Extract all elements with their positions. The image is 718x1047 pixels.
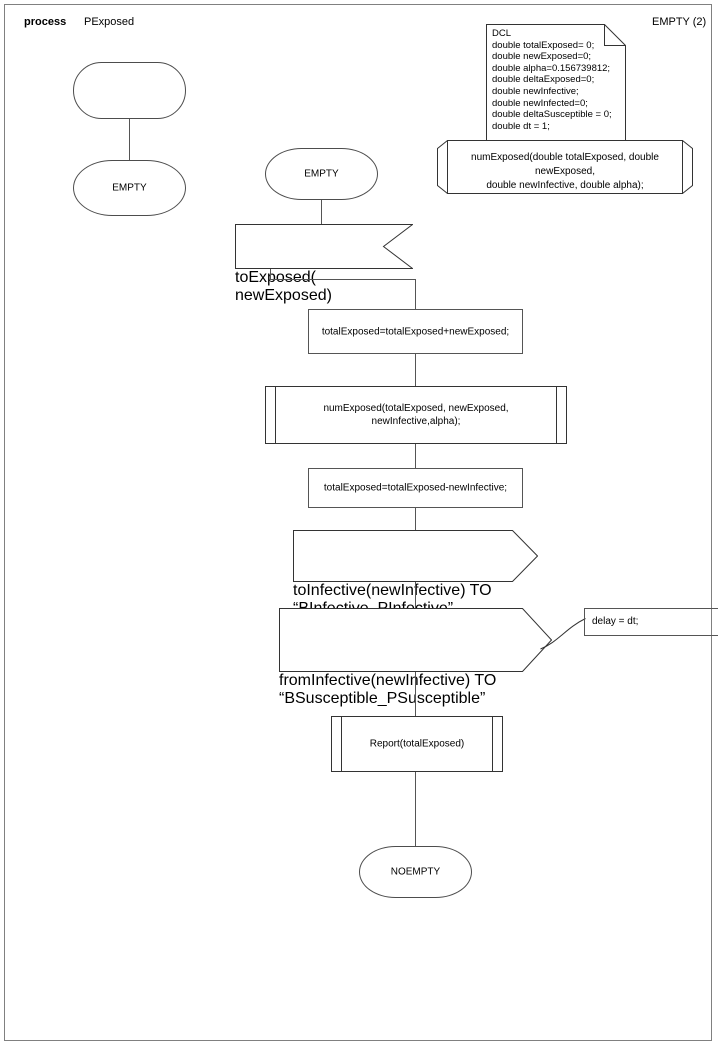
connector-output1-to-output2 xyxy=(415,582,416,608)
delay-comment-text: delay = dt; xyxy=(592,616,639,627)
report-bar-right xyxy=(492,717,493,771)
state-symbol-empty-label: EMPTY xyxy=(304,168,339,180)
page-label: EMPTY (2) xyxy=(652,16,707,28)
task-symbol-add-label: totalExposed=totalExposed+newExposed; xyxy=(321,326,510,337)
state-label: EMPTY xyxy=(112,182,147,194)
procedure-call-report[interactable]: Report(totalExposed) xyxy=(331,716,503,772)
output-symbol-fromInfective-label: fromInfective(newInfective) TO “BSuscept… xyxy=(279,672,497,707)
procedure-call-report-label: Report(totalExposed) xyxy=(369,738,465,750)
connector-state-to-input xyxy=(321,200,322,224)
task-symbol-subtract-label: totalExposed=totalExposed-newInfective; xyxy=(323,482,508,494)
connector-input-down xyxy=(270,269,271,279)
procedure-declaration-box[interactable]: numExposed(double totalExposed, double n… xyxy=(437,140,693,194)
report-bar-left xyxy=(341,717,342,771)
delay-comment-box: delay = dt; xyxy=(584,608,718,636)
state-symbol-noempty[interactable]: NOEMPTY xyxy=(359,846,472,898)
task-symbol-add[interactable]: totalExposed=totalExposed+newExposed; xyxy=(308,309,523,354)
state-symbol-empty-left[interactable]: EMPTY xyxy=(73,160,186,216)
connector-task2-to-output1 xyxy=(415,508,416,530)
proc-bar-left xyxy=(275,387,276,443)
connector-task-to-proc xyxy=(415,354,416,386)
state-symbol-noempty-label: NOEMPTY xyxy=(390,866,441,878)
procedure-call-numExposed[interactable]: numExposed(totalExposed, newExposed, new… xyxy=(265,386,567,444)
dcl-note-text: DCL double totalExposed= 0; double newEx… xyxy=(492,28,612,132)
comment-connector xyxy=(540,604,600,664)
proc-bar-right xyxy=(556,387,557,443)
header-keyword: process xyxy=(24,16,67,28)
input-symbol-label: toExposed( newExposed) xyxy=(235,269,332,304)
dcl-declaration-note: DCL double totalExposed= 0; double newEx… xyxy=(486,24,626,146)
connector-report-to-noempty xyxy=(415,772,416,846)
input-symbol-toExposed[interactable]: toExposed( newExposed) xyxy=(235,224,413,305)
state-symbol-empty[interactable]: EMPTY xyxy=(265,148,378,200)
output-symbol-fromInfective[interactable]: fromInfective(newInfective) TO “BSuscept… xyxy=(279,608,552,708)
start-symbol[interactable] xyxy=(73,62,186,119)
connector-input-across xyxy=(270,279,415,280)
header-process-name: PExposed xyxy=(84,16,135,28)
connector-proc-to-task2 xyxy=(415,444,416,468)
connector-output2-to-report xyxy=(415,672,416,716)
procedure-declaration-label: numExposed(double totalExposed, double n… xyxy=(471,152,659,191)
connector-input-to-task xyxy=(415,279,416,309)
procedure-call-numExposed-label: numExposed(totalExposed, newExposed, new… xyxy=(323,403,509,427)
task-symbol-subtract[interactable]: totalExposed=totalExposed-newInfective; xyxy=(308,468,523,508)
connector-start-to-state xyxy=(129,119,130,160)
page-border xyxy=(4,4,712,1041)
